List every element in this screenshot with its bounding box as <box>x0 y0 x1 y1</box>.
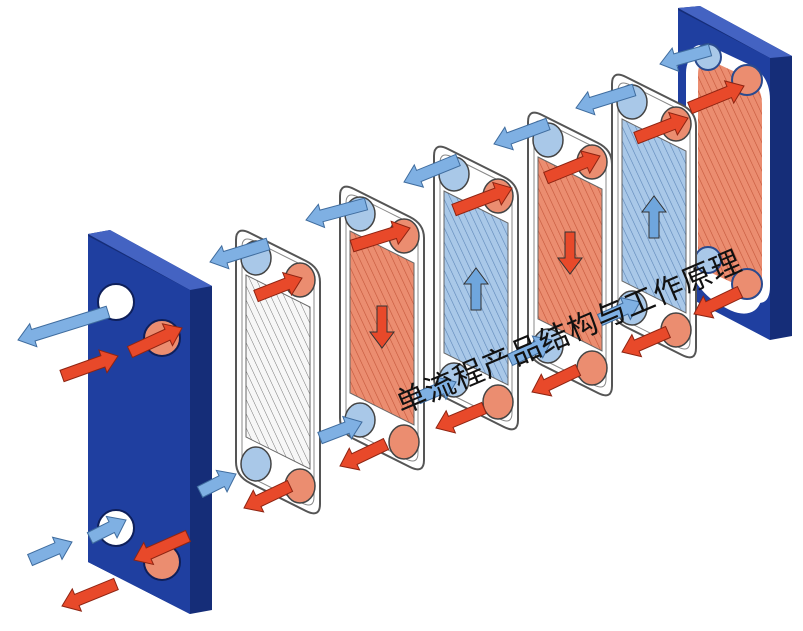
cold-flow-arrow-icon <box>17 305 111 348</box>
hot-flow-arrow-icon <box>531 363 582 397</box>
port-3 <box>240 446 272 482</box>
hot-flow-arrow-icon <box>61 577 119 612</box>
hot-flow-arrow-icon <box>59 349 119 383</box>
cold-flow-arrow-icon <box>209 237 271 270</box>
cold-flow-arrow-icon <box>493 117 551 151</box>
cold-flow-arrow-icon <box>317 415 363 445</box>
cold-flow-arrow-icon <box>659 43 713 73</box>
cold-flow-arrow-icon <box>641 195 667 239</box>
cold-flow-arrow-icon <box>506 335 553 367</box>
cold-flow-arrow-icon <box>596 296 641 327</box>
hot-flow-arrow-icon <box>621 325 672 358</box>
hot-flow-arrow-icon <box>369 305 395 349</box>
hot-flow-arrow-icon <box>435 401 487 434</box>
hot-flow-arrow-icon <box>557 231 583 275</box>
port-4 <box>576 350 608 386</box>
port-4 <box>482 384 514 420</box>
hot-flow-arrow-icon <box>349 220 411 253</box>
cold-flow-arrow-icon <box>86 515 127 545</box>
hot-flow-arrow-icon <box>543 150 601 185</box>
hot-flow-arrow-icon <box>693 285 744 319</box>
fixed-frame-plate <box>678 6 792 340</box>
hot-flow-arrow-icon <box>253 271 303 303</box>
plate-5 <box>235 229 321 515</box>
hot-flow-arrow-icon <box>687 80 745 115</box>
hot-flow-arrow-icon <box>339 437 390 471</box>
cold-flow-arrow-icon <box>26 536 73 567</box>
cold-flow-arrow-icon <box>575 83 637 116</box>
hot-flow-arrow-icon <box>133 529 192 566</box>
plate-3 <box>433 145 519 431</box>
plate-4 <box>339 185 425 471</box>
hot-flow-arrow-icon <box>633 111 689 145</box>
cold-flow-arrow-icon <box>463 267 489 311</box>
hot-flow-arrow-icon <box>243 479 294 513</box>
cold-flow-arrow-icon <box>415 376 457 405</box>
cold-flow-arrow-icon <box>403 153 461 188</box>
cold-flow-arrow-icon <box>196 469 237 499</box>
hot-flow-arrow-icon <box>126 323 183 359</box>
port-4 <box>388 424 420 460</box>
hot-flow-arrow-icon <box>451 181 513 217</box>
cold-flow-arrow-icon <box>305 197 369 229</box>
